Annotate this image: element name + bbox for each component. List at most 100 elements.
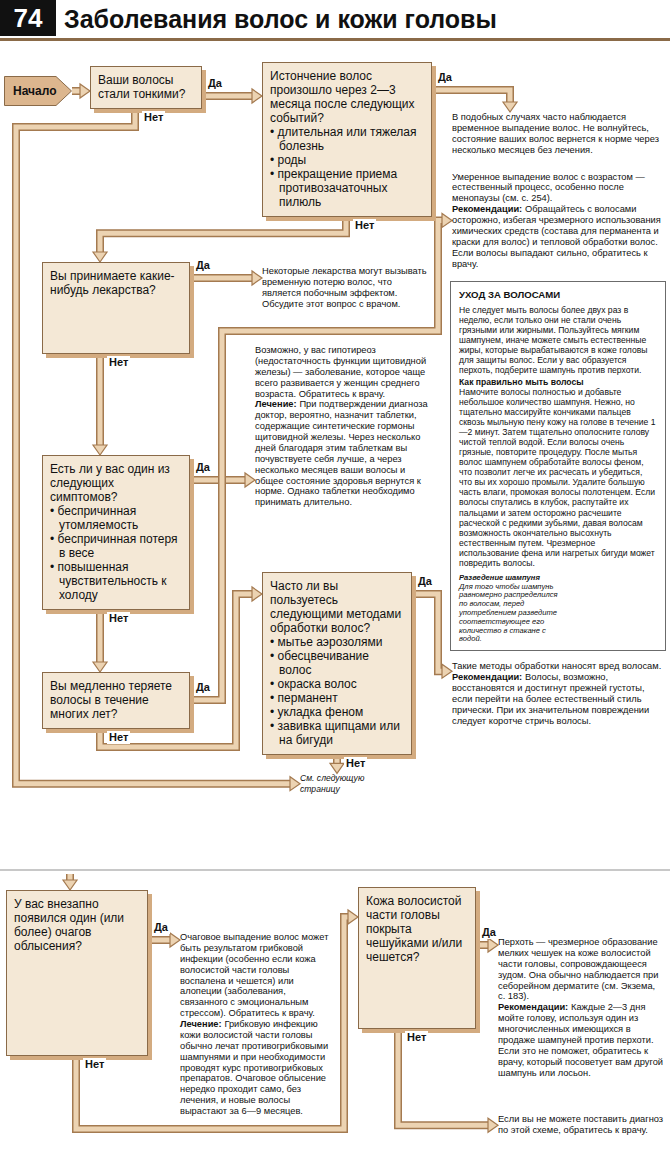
- text: УХОД ЗА ВОЛОСАМИ: [459, 289, 560, 300]
- text-block: Некоторые лекарства могут вызывать време…: [262, 266, 428, 310]
- arrow-head: [290, 777, 300, 791]
- text-block: Вы принимаете какие-нибудь лекарства?: [50, 269, 182, 297]
- arrow-head: [170, 933, 180, 947]
- arrow-head: [63, 880, 77, 890]
- answer-text: В подобных случаях часто наблюдается вре…: [452, 112, 664, 156]
- text: Каждые 2—3 дня мойте голову, используя о…: [498, 1002, 663, 1077]
- connector-outline: [432, 90, 510, 103]
- text-block: Вы медленно теряете волосы в течение мно…: [50, 679, 182, 721]
- edge-label: Нет: [83, 1058, 106, 1071]
- text: Грибковую инфекцию кожи волосистой части…: [180, 1019, 328, 1116]
- text: Лечение:: [255, 399, 297, 409]
- text-block: Такие методы обработки наносят вред воло…: [452, 661, 664, 672]
- arrow-head: [503, 102, 517, 112]
- text-block: • беспричинная утомляемость: [50, 504, 182, 532]
- text: • завивка щипцами или на бигуди: [270, 719, 400, 747]
- edge-label: Да: [416, 575, 434, 588]
- edge-label: Нет: [107, 612, 130, 625]
- text: • беспричинная потеря в весе: [50, 532, 178, 560]
- connector-outline: [202, 92, 253, 100]
- answer-text: Такие методы обработки наносят вред воло…: [452, 661, 664, 726]
- connector-outline: [190, 274, 253, 282]
- connector-outline: [16, 109, 291, 784]
- answer-text: Если вы не можете поставить диагноз по э…: [498, 1114, 664, 1136]
- answer-text: Перхоть — чрезмерное образование мелких …: [498, 937, 664, 1078]
- text-block: Разведение шампуня: [459, 574, 567, 583]
- text: Кожа волосистой части головы покрыта чеш…: [366, 894, 462, 964]
- text-block: Не следует мыть волосы более двух раз в …: [459, 305, 657, 375]
- text-block: • перманент: [270, 691, 404, 705]
- edge-label: Да: [152, 921, 170, 934]
- connector-fill: [190, 276, 253, 281]
- text-block: Возможно, у вас гипотиреоз (недостаточно…: [255, 345, 428, 399]
- separator-line: [0, 869, 670, 871]
- connector: [330, 755, 344, 773]
- text: • прекращение приема противозачаточных п…: [270, 167, 397, 209]
- text-block: Лечение:При подтверждении диагноза докто…: [255, 399, 428, 508]
- arrow-head: [442, 213, 452, 227]
- connector: [432, 90, 517, 112]
- text: Начало: [13, 84, 56, 98]
- edge-label: Нет: [142, 111, 165, 124]
- continue-note: См. следующую страницу: [300, 773, 392, 794]
- connector-fill: [202, 94, 253, 99]
- arrow-head: [252, 587, 262, 601]
- connector-fill: [16, 109, 291, 784]
- edge-label: Да: [206, 77, 224, 90]
- connector-outline: [476, 941, 489, 949]
- text: Перхоть — чрезмерное образование мелких …: [498, 937, 658, 1001]
- text-block: У вас внезапно появился один (или более)…: [14, 897, 140, 953]
- edge-label: Нет: [107, 356, 130, 369]
- connector: [93, 610, 107, 672]
- edge-label: Нет: [344, 757, 367, 770]
- text-block: Кожа волосистой части головы покрыта чеш…: [366, 894, 468, 964]
- decision-box: Часто ли вы пользуетесь следующими метод…: [262, 572, 412, 755]
- text: У вас внезапно появился один (или более)…: [14, 897, 124, 953]
- text-block: Есть ли у вас один из следующих симптомо…: [50, 462, 182, 504]
- text: • обесцвечивание волос: [270, 649, 369, 677]
- text-block: См. следующую страницу: [300, 773, 392, 794]
- text: Истончение волос произошло через 2—3 мес…: [270, 69, 414, 125]
- text-block: • прекращение приема противозачаточных п…: [270, 167, 424, 209]
- decision-box: Есть ли у вас один из следующих симптомо…: [42, 455, 190, 610]
- text-block: Если вы не можете поставить диагноз по э…: [498, 1114, 664, 1136]
- continuation-arrow: [63, 874, 77, 890]
- answer-text: Умеренное выпадение волос с возрастом — …: [452, 172, 664, 270]
- info-panel: УХОД ЗА ВОЛОСАМИ Не следует мыть волосы б…: [450, 281, 666, 651]
- text: • повышенная чувствительность к холоду: [50, 560, 167, 602]
- text-block: Часто ли вы пользуетесь следующими метод…: [270, 579, 404, 635]
- connector: [93, 354, 107, 455]
- text: Некоторые лекарства могут вызывать време…: [262, 266, 427, 309]
- connector-fill: [100, 217, 346, 253]
- text: Не следует мыть волосы более двух раз в …: [459, 305, 647, 375]
- connector-outline: [398, 1029, 489, 1125]
- arrow-head: [488, 938, 498, 952]
- connector: [202, 89, 262, 103]
- text-block: • завивка щипцами или на бигуди: [270, 719, 404, 747]
- text-block: Начало: [13, 84, 56, 98]
- text-block: Рекомендации:Каждые 2—3 дня мойте голову…: [498, 1002, 664, 1078]
- text-block: Лечение:Грибковую инфекцию кожи волосист…: [180, 1019, 335, 1117]
- text-block: Ваши волосы стали тонкими?: [98, 73, 194, 101]
- text-block: • длительная или тяжелая болезнь: [270, 125, 424, 153]
- decision-box: Вы принимаете какие-нибудь лекарства?: [42, 262, 190, 354]
- text: Есть ли у вас один из следующих симптомо…: [50, 462, 170, 504]
- text-block: • мытье аэрозолями: [270, 635, 404, 649]
- edge-label: Нет: [405, 1031, 428, 1044]
- arrow-head: [93, 445, 107, 455]
- connector-outline: [100, 217, 346, 253]
- text: • роды: [270, 153, 306, 167]
- arrow-head: [348, 910, 358, 924]
- arrow-head: [93, 662, 107, 672]
- decision-box: У вас внезапно появился один (или более)…: [6, 890, 148, 1056]
- text-block: Как правильно мыть волосы: [459, 377, 657, 387]
- arrow-head: [245, 473, 255, 487]
- arrow-head: [80, 84, 90, 98]
- connector: [93, 217, 346, 262]
- text: Такие методы обработки наносят вред воло…: [452, 661, 661, 671]
- arrow-head: [442, 664, 452, 678]
- page-title: Заболевания волос и кожи головы: [64, 4, 497, 34]
- text-block: Истончение волос произошло через 2—3 мес…: [270, 69, 424, 125]
- text: См. следующую страницу: [300, 773, 364, 793]
- connector: [190, 213, 452, 700]
